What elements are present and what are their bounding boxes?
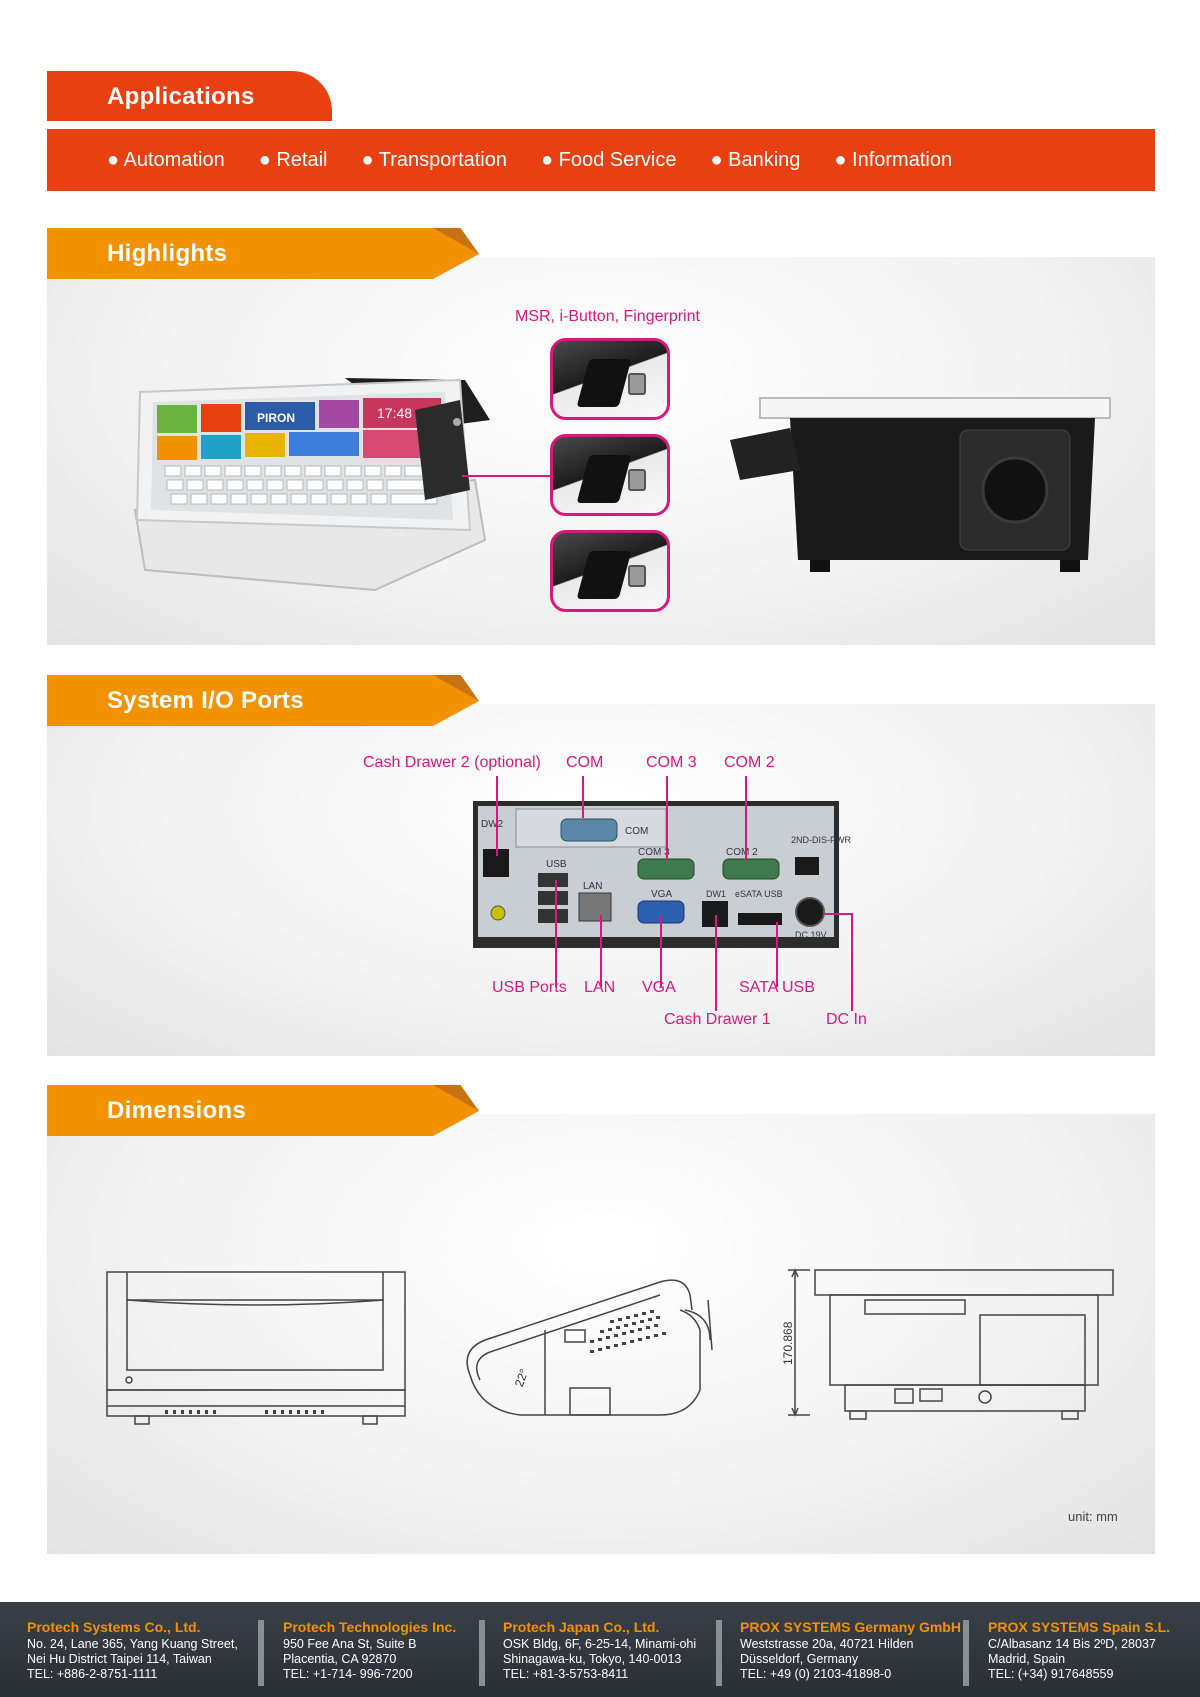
footer-address-line: Nei Hu District Taipei 114, Taiwan xyxy=(27,1652,212,1666)
ibutton-inset xyxy=(550,434,670,516)
footer-tel: TEL: (+34) 917648559 xyxy=(988,1667,1114,1681)
line-com xyxy=(582,776,584,818)
dimension-front-drawing xyxy=(106,1271,406,1425)
dimension-side-drawing: 22° xyxy=(466,1279,713,1416)
msr-inset-1 xyxy=(550,338,670,420)
screen-time: 17:48 xyxy=(377,405,412,421)
footer-separator xyxy=(258,1620,264,1686)
pos-terminal-front-image: PIRON 17:48 xyxy=(133,378,490,592)
footer-company-name: Protech Systems Co., Ltd. xyxy=(27,1619,201,1635)
panel-dw2-text: DW2 xyxy=(481,819,504,830)
fingerprint-inset xyxy=(550,530,670,612)
footer-address-line: Shinagawa-ku, Tokyo, 140-0013 xyxy=(503,1652,682,1666)
label-lan: LAN xyxy=(584,979,616,996)
io-title: System I/O Ports xyxy=(107,687,304,714)
app-item-automation: ● Automation xyxy=(107,148,225,171)
footer-separator xyxy=(716,1620,722,1686)
io-board-image: COM DW2 COM 3 COM 2 2ND-DIS-PWR USB LAN … xyxy=(473,801,851,948)
label-sata-usb: SATA USB xyxy=(739,979,815,996)
footer-company-name: PROX SYSTEMS Spain S.L. xyxy=(988,1619,1171,1635)
footer-separator xyxy=(963,1620,969,1686)
panel-dw1-text: DW1 xyxy=(706,889,726,899)
msr-label: MSR, i-Button, Fingerprint xyxy=(515,308,700,325)
footer-tel: TEL: +886-2-8751-1111 xyxy=(27,1667,158,1681)
line-lan xyxy=(600,915,602,987)
applications-bar: ● Automation ● Retail ● Transportation ●… xyxy=(47,129,1155,191)
panel-vga-text: VGA xyxy=(651,889,672,900)
label-cash-drawer-1: Cash Drawer 1 xyxy=(664,1011,771,1028)
dimensions-panel xyxy=(47,1114,1155,1554)
line-dc-in-v xyxy=(851,913,853,1011)
height-label: 170.868 xyxy=(781,1321,795,1365)
dimensions-title: Dimensions xyxy=(107,1097,247,1124)
footer-company-name: Protech Technologies Inc. xyxy=(283,1619,457,1635)
footer-address-line: Düsseldorf, Germany xyxy=(740,1652,859,1666)
applications-tab: Applications xyxy=(47,71,332,121)
footer-address-line: Placentia, CA 92870 xyxy=(283,1652,397,1666)
line-cash-drawer-2 xyxy=(496,776,498,856)
footer-col-usa: Protech Technologies Inc. 950 Fee Ana St… xyxy=(283,1620,456,1682)
msr-connector-line xyxy=(462,475,552,477)
app-item-retail: ● Retail xyxy=(258,148,328,171)
footer-tel: TEL: +49 (0) 2103-41898-0 xyxy=(740,1667,892,1681)
label-dc-in: DC In xyxy=(826,1011,867,1028)
footer-tel: TEL: +81-3-5753-8411 xyxy=(503,1667,629,1681)
pos-terminal-back-image xyxy=(730,397,1111,572)
footer-col-spain: PROX SYSTEMS Spain S.L. C/Albasanz 14 Bi… xyxy=(988,1620,1170,1682)
dimensions-tab: Dimensions xyxy=(47,1085,479,1136)
label-com: COM xyxy=(566,754,604,771)
label-cash-drawer-2: Cash Drawer 2 (optional) xyxy=(363,754,541,771)
footer: Protech Systems Co., Ltd. No. 24, Lane 3… xyxy=(0,1602,1200,1697)
panel-usb-text: USB xyxy=(546,859,567,870)
line-sata-usb xyxy=(776,922,778,987)
footer-tel: TEL: +1-714- 996-7200 xyxy=(283,1667,413,1681)
footer-col-germany: PROX SYSTEMS Germany GmbH Weststrasse 20… xyxy=(740,1620,961,1682)
panel-com-text: COM xyxy=(625,826,648,837)
footer-address-line: Madrid, Spain xyxy=(988,1652,1066,1666)
panel-lan-text: LAN xyxy=(583,881,602,892)
panel-esata-text: eSATA USB xyxy=(735,889,783,899)
panel-pwr-text: 2ND-DIS-PWR xyxy=(791,835,851,845)
line-dc-in-h xyxy=(825,913,853,915)
footer-col-japan: Protech Japan Co., Ltd. OSK Bldg, 6F, 6-… xyxy=(503,1620,696,1682)
label-usb-ports: USB Ports xyxy=(492,979,567,996)
label-vga: VGA xyxy=(642,979,676,996)
footer-address-line: 950 Fee Ana St, Suite B xyxy=(283,1637,417,1651)
footer-address-line: C/Albasanz 14 Bis 2ºD, 28037 xyxy=(988,1637,1156,1651)
angle-label: 22° xyxy=(512,1367,531,1389)
label-com3: COM 3 xyxy=(646,754,697,771)
unit-label: unit: mm xyxy=(1068,1509,1118,1524)
app-item-transportation: ● Transportation xyxy=(361,148,508,171)
footer-address-line: No. 24, Lane 365, Yang Kuang Street, xyxy=(27,1637,238,1651)
app-item-information: ● Information xyxy=(834,148,953,171)
footer-address-line: Weststrasse 20a, 40721 Hilden xyxy=(740,1637,914,1651)
panel-com3-text: COM 3 xyxy=(638,847,670,858)
footer-company-name: PROX SYSTEMS Germany GmbH xyxy=(740,1619,961,1635)
io-tab: System I/O Ports xyxy=(47,675,479,726)
panel-dc-text: DC 19V xyxy=(795,930,827,940)
footer-col-taiwan: Protech Systems Co., Ltd. No. 24, Lane 3… xyxy=(27,1620,238,1682)
highlights-tab: Highlights xyxy=(47,228,479,279)
line-com3 xyxy=(666,776,668,860)
line-com2 xyxy=(745,776,747,860)
applications-title: Applications xyxy=(107,83,255,110)
footer-address-line: OSK Bldg, 6F, 6-25-14, Minami-ohi xyxy=(503,1637,697,1651)
dimension-back-drawing: 170.868 xyxy=(781,1268,1114,1420)
app-item-food-service: ● Food Service xyxy=(541,148,677,171)
line-cash-drawer-1 xyxy=(715,915,717,1011)
footer-separator xyxy=(479,1620,485,1686)
highlights-title: Highlights xyxy=(107,240,228,267)
label-com2: COM 2 xyxy=(724,754,775,771)
line-usb xyxy=(555,880,557,987)
panel-com2-text: COM 2 xyxy=(726,847,758,858)
line-vga xyxy=(660,915,662,987)
screen-brand: PIRON xyxy=(257,411,295,425)
app-item-banking: ● Banking xyxy=(710,148,801,171)
footer-company-name: Protech Japan Co., Ltd. xyxy=(503,1619,660,1635)
